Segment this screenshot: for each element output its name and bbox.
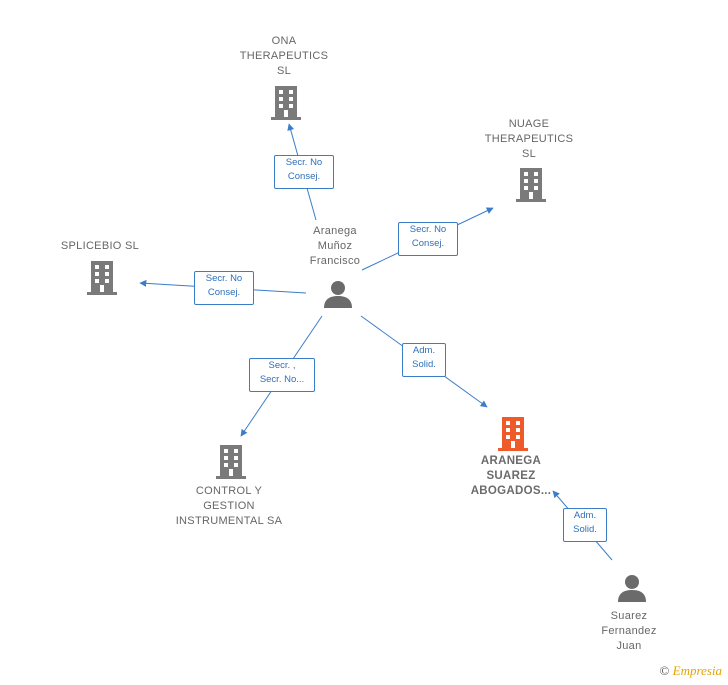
node-label-aranega-suarez[interactable]: ARANEGA SUAREZ ABOGADOS... <box>470 455 552 497</box>
node-label-splicebio[interactable]: SPLICEBIO SL <box>60 240 140 252</box>
node-label-nuage[interactable]: NUAGE THERAPEUTICS SL <box>484 118 574 160</box>
node-label-ona[interactable]: ONA THERAPEUTICS SL <box>239 35 329 77</box>
copyright-icon: © <box>659 663 670 678</box>
edge-label-to-aranega-suarez[interactable]: Adm. Solid. <box>402 343 446 377</box>
node-label-suarez-juan[interactable]: Suarez Fernandez Juan <box>601 610 657 652</box>
building-icon <box>216 445 246 479</box>
building-icon <box>87 261 117 295</box>
footer-brand[interactable]: © Empresia <box>660 663 723 679</box>
person-icon <box>324 281 352 308</box>
edge-label-to-nuage[interactable]: Secr. No Consej. <box>398 222 458 256</box>
node-label-aranega-francisco[interactable]: Aranega Muñoz Francisco <box>309 225 361 267</box>
edge-label-to-splicebio[interactable]: Secr. No Consej. <box>194 271 254 305</box>
edge-label-juan-to-aranega-suarez[interactable]: Adm. Solid. <box>563 508 607 542</box>
edge-label-to-ona[interactable]: Secr. No Consej. <box>274 155 334 189</box>
building-icon-main <box>498 417 528 451</box>
brand-name: Empresia <box>672 663 722 678</box>
node-label-control[interactable]: CONTROL Y GESTION INSTRUMENTAL SA <box>175 485 283 527</box>
person-icon <box>618 575 646 602</box>
building-icon <box>271 86 301 120</box>
edge-label-to-control[interactable]: Secr. , Secr. No... <box>249 358 315 392</box>
building-icon <box>516 168 546 202</box>
